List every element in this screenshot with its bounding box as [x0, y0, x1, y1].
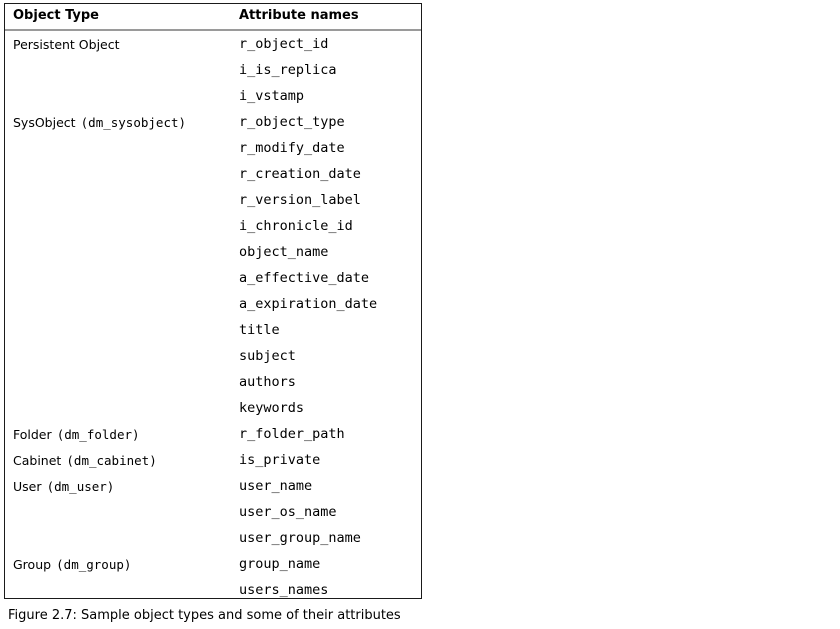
column-header-attribute-names: Attribute names — [239, 8, 359, 23]
object-type-code: (dm_sysobject) — [80, 115, 187, 130]
object-type-name: SysObject — [13, 115, 76, 130]
attribute-name-cell: title — [239, 322, 280, 338]
attribute-name-cell: r_modify_date — [239, 140, 345, 156]
attribute-name-cell: r_creation_date — [239, 166, 361, 182]
object-type-cell: Persistent Object — [13, 31, 120, 57]
attribute-name-cell: group_name — [239, 556, 321, 572]
attribute-name-cell: a_effective_date — [239, 270, 370, 286]
attribute-name-cell: is_private — [239, 452, 321, 468]
attribute-name-cell: users_names — [239, 582, 329, 598]
attribute-name-cell: r_object_type — [239, 114, 345, 130]
attribute-table: Object Type Attribute names Persistent O… — [4, 3, 422, 599]
object-type-name: Cabinet — [13, 453, 62, 468]
object-type-cell: SysObject (dm_sysobject) — [13, 109, 186, 135]
attribute-name-cell: subject — [239, 348, 296, 364]
attribute-name-cell: user_group_name — [239, 530, 361, 546]
object-type-code: (dm_group) — [56, 557, 132, 572]
object-type-cell: Group (dm_group) — [13, 551, 131, 577]
attribute-name-cell: i_vstamp — [239, 88, 305, 104]
attribute-name-cell: a_expiration_date — [239, 296, 378, 312]
attribute-name-cell: r_version_label — [239, 192, 361, 208]
object-type-name: Persistent Object — [13, 37, 120, 52]
attribute-name-cell: authors — [239, 374, 296, 390]
object-type-cell: Cabinet (dm_cabinet) — [13, 447, 157, 473]
attribute-name-cell: i_chronicle_id — [239, 218, 353, 234]
object-type-cell: User (dm_user) — [13, 473, 114, 499]
object-type-code: (dm_user) — [46, 479, 115, 494]
object-type-name: User — [13, 479, 42, 494]
object-type-code: (dm_folder) — [56, 427, 140, 442]
object-type-cell: Folder (dm_folder) — [13, 421, 140, 447]
object-type-name: Folder — [13, 427, 52, 442]
object-type-name: Group — [13, 557, 52, 572]
table-header-row: Object Type Attribute names — [5, 4, 421, 31]
attribute-name-cell: object_name — [239, 244, 329, 260]
attribute-name-cell: keywords — [239, 400, 305, 416]
attribute-name-cell: i_is_replica — [239, 62, 337, 78]
attribute-name-cell: user_os_name — [239, 504, 337, 520]
object-type-code: (dm_cabinet) — [66, 453, 157, 468]
attribute-name-cell: r_folder_path — [239, 426, 345, 442]
figure-block: Object Type Attribute names Persistent O… — [4, 3, 422, 623]
attribute-name-cell: r_object_id — [239, 36, 329, 52]
column-header-object-type: Object Type — [13, 8, 99, 23]
attribute-name-cell: user_name — [239, 478, 313, 494]
figure-caption: Figure 2.7: Sample object types and some… — [8, 608, 401, 623]
